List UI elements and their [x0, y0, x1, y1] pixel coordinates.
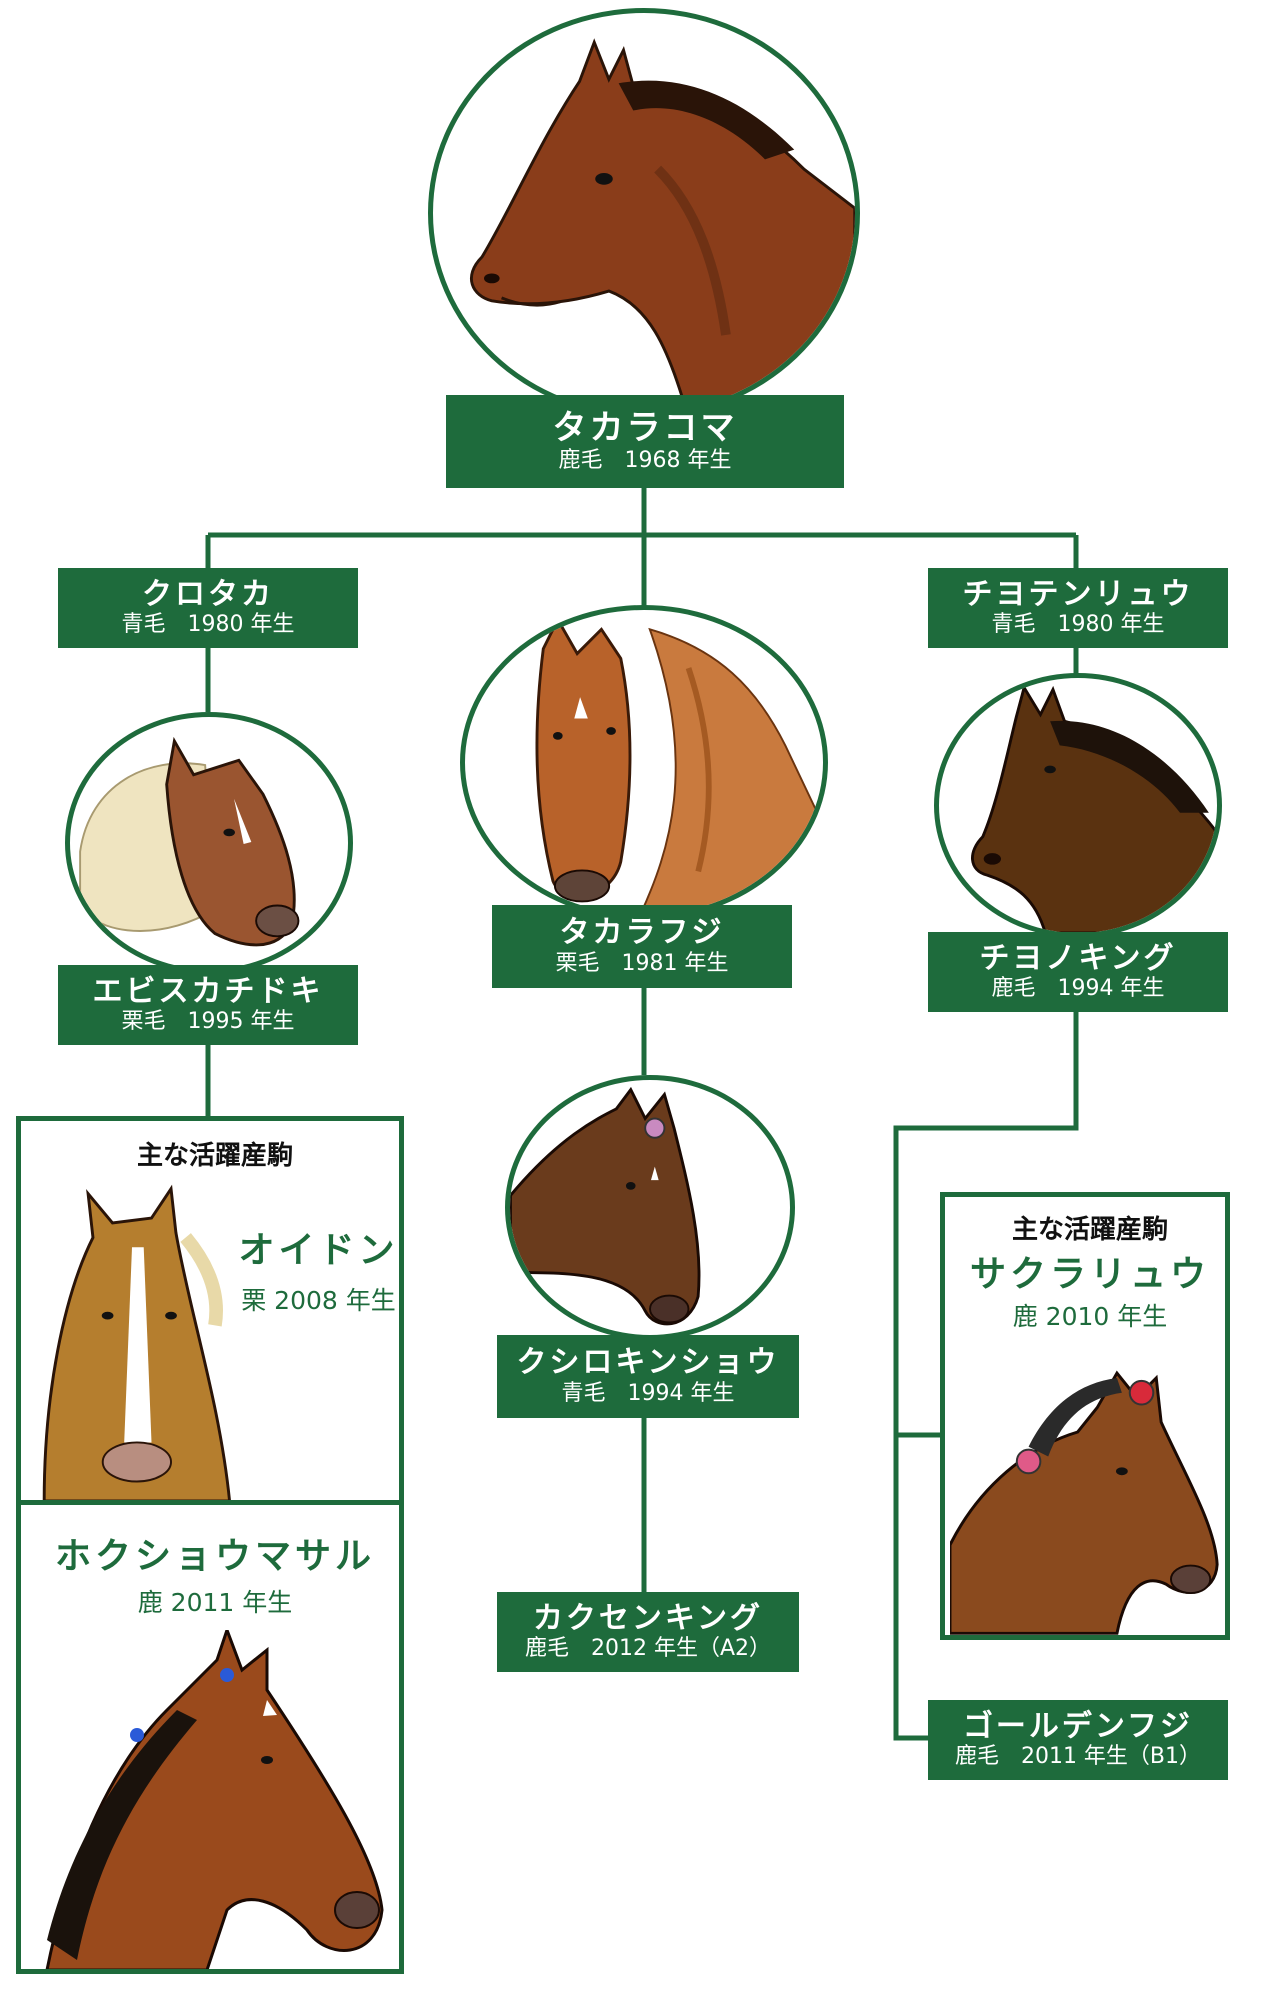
horse-info: 鹿毛 1968 年生 — [558, 447, 732, 473]
horse-portrait-ebisukachidoki — [65, 712, 353, 974]
chestnut-horse-head-icon — [535, 616, 823, 915]
horse-portrait-takarakoma — [428, 8, 860, 418]
offspring-panel-hokushomasaru: ホクショウマサル 鹿 2011 年生 — [16, 1500, 404, 1974]
horse-portrait-kushirokinsho — [505, 1075, 795, 1340]
bay-braided-horse-head-icon — [45, 1630, 384, 1969]
offspring-name: オイドン — [238, 1230, 399, 1271]
horse-name: チヨテンリュウ — [962, 576, 1194, 612]
offspring-name: ホクショウマサル — [54, 1536, 375, 1577]
offspring-info: 鹿 2011 年生 — [137, 1588, 293, 1617]
horse-name: タカラフジ — [559, 915, 725, 951]
horse-name: カクセンキング — [532, 1600, 764, 1636]
name-label-chiyotenryu: チヨテンリュウ 青毛 1980 年生 — [928, 568, 1228, 648]
horse-name: エビスカチドキ — [92, 973, 324, 1009]
offspring-info: 栗 2008 年生 — [241, 1286, 396, 1315]
horse-portrait-takarafuji — [460, 605, 828, 920]
offspring-panel-oidon: 主な活躍産駒 オイドン 栗 2008 年生 — [16, 1116, 404, 1506]
chestnut-blaze-horse-head-icon — [42, 1184, 232, 1501]
horse-name: ゴールデンフジ — [962, 1708, 1194, 1744]
horse-name: クシロキンショウ — [516, 1345, 780, 1381]
horse-name: タカラコマ — [552, 407, 738, 448]
name-label-takarafuji: タカラフジ 栗毛 1981 年生 — [492, 905, 792, 988]
offspring-info: 鹿 2010 年生 — [1012, 1302, 1168, 1331]
horse-info: 鹿毛 2011 年生（B1） — [954, 1744, 1202, 1770]
name-label-kakusenking: カクセンキング 鹿毛 2012 年生（A2） — [497, 1592, 799, 1672]
horse-name: クロタカ — [142, 576, 274, 612]
horse-portrait-chiyonoking — [934, 673, 1222, 938]
panel-heading: 主な活躍産駒 — [136, 1141, 293, 1171]
horse-name: チヨノキング — [979, 940, 1177, 976]
name-label-kushirokinsho: クシロキンショウ 青毛 1994 年生 — [497, 1335, 799, 1418]
offspring-name: サクラリュウ — [969, 1254, 1210, 1295]
name-label-takarakoma: タカラコマ 鹿毛 1968 年生 — [446, 395, 844, 488]
horse-info: 鹿毛 1994 年生 — [991, 976, 1165, 1002]
brown-horse-head-icon — [510, 1086, 701, 1326]
horse-info: 青毛 1980 年生 — [121, 612, 295, 638]
name-label-ebisukachidoki: エビスカチドキ 栗毛 1995 年生 — [58, 965, 358, 1045]
horse-info: 青毛 1994 年生 — [561, 1380, 735, 1406]
offspring-panel-sakuraryu: 主な活躍産駒 サクラリュウ 鹿 2010 年生 — [940, 1192, 1230, 1640]
name-label-chiyonoking: チヨノキング 鹿毛 1994 年生 — [928, 932, 1228, 1012]
horse-info: 青毛 1980 年生 — [991, 612, 1165, 638]
panel-heading: 主な活躍産駒 — [1011, 1215, 1168, 1245]
name-label-kurotaka: クロタカ 青毛 1980 年生 — [58, 568, 358, 648]
bay-ribbon-horse-head-icon — [950, 1370, 1219, 1635]
dark-bay-horse-head-icon — [971, 683, 1217, 933]
name-label-goldenfuji: ゴールデンフジ 鹿毛 2011 年生（B1） — [928, 1700, 1228, 1780]
horse-info: 栗毛 1981 年生 — [555, 950, 729, 976]
bay-horse-head-icon — [470, 38, 855, 413]
horse-info: 鹿毛 2012 年生（A2） — [524, 1636, 772, 1662]
horse-info: 栗毛 1995 年生 — [121, 1009, 295, 1035]
flaxen-chestnut-horse-head-icon — [79, 736, 300, 947]
